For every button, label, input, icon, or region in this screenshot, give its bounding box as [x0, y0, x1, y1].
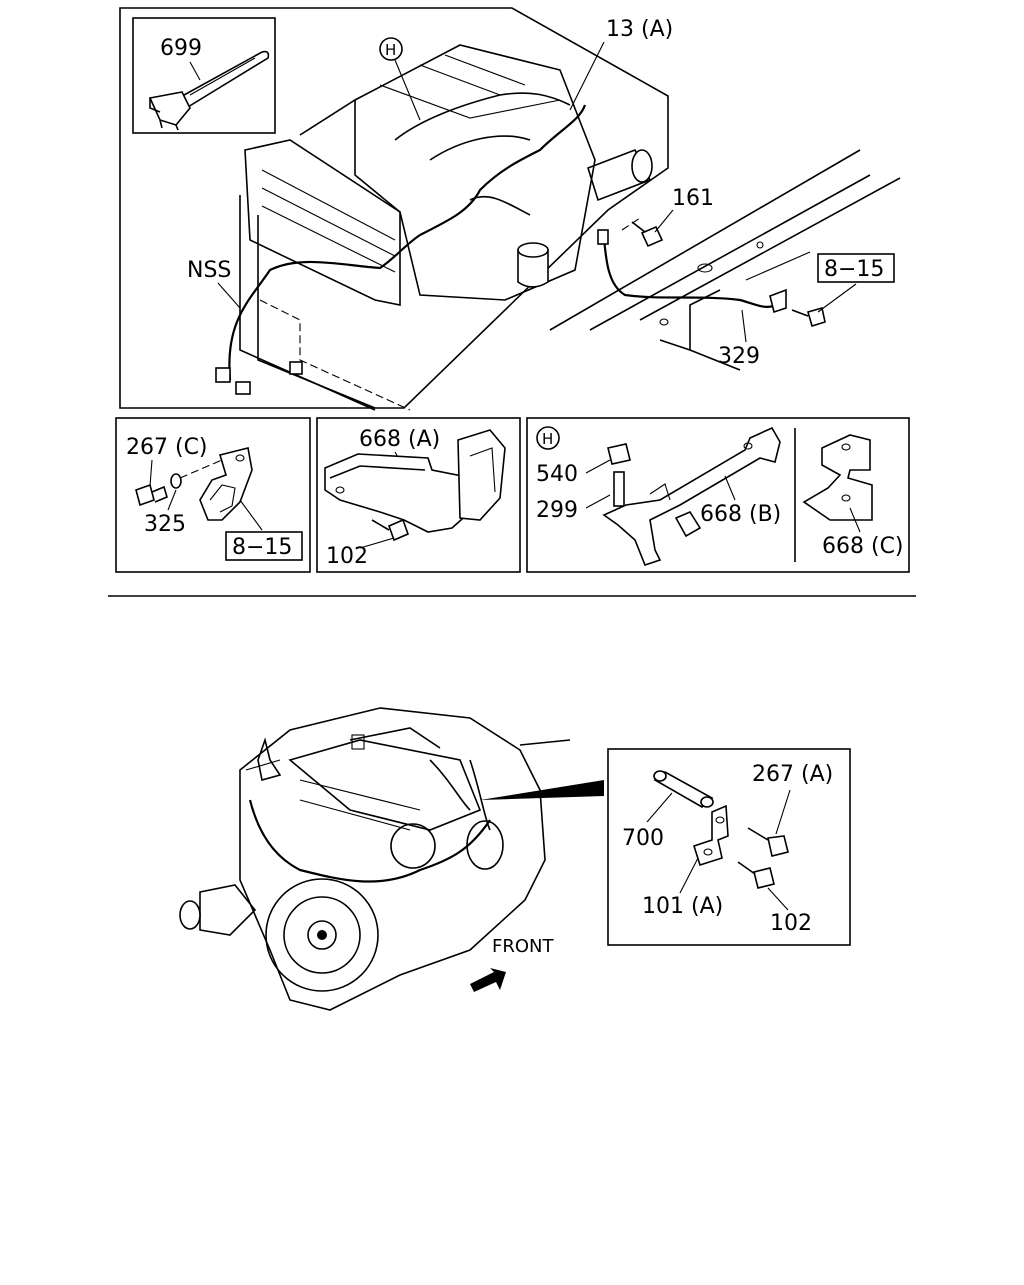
panel-h-detail: H 540 299 668 (B) 668 (C) — [526, 417, 910, 573]
callout-h-top: H — [385, 41, 396, 59]
label-325: 325 — [144, 512, 186, 537]
ref-box-8-15 — [817, 253, 895, 283]
label-267c: 267 (C) — [126, 435, 208, 460]
front-label: FRONT — [492, 936, 554, 957]
label-102-detail: 102 — [770, 911, 812, 936]
engine-assembly-drawing — [215, 44, 901, 411]
main-engine-frame — [119, 7, 669, 409]
label-8-15-main: 8−15 — [824, 257, 884, 282]
panel-bolt-washer: 267 (C) 325 8−15 — [115, 417, 311, 573]
label-101a: 101 (A) — [642, 894, 723, 919]
label-13a: 13 (A) — [606, 17, 673, 42]
label-299: 299 — [536, 498, 578, 523]
label-8-15-panel: 8−15 — [232, 535, 292, 560]
label-267a: 267 (A) — [752, 762, 833, 787]
label-699: 699 — [160, 36, 202, 61]
label-540: 540 — [536, 462, 578, 487]
main-callouts: 13 (A) H NSS 161 8−15 329 — [187, 17, 895, 369]
label-329: 329 — [718, 344, 760, 369]
label-668a: 668 (A) — [359, 427, 440, 452]
label-668b: 668 (B) — [700, 502, 781, 527]
label-700: 700 — [622, 826, 664, 851]
detail-pointer — [480, 780, 604, 800]
bottom-engine-drawing: FRONT — [179, 707, 604, 1011]
panel-bracket-668a: 668 (A) 102 — [316, 417, 521, 573]
label-161: 161 — [672, 186, 714, 211]
callout-h-circle — [379, 37, 403, 61]
bottom-detail-box: 700 101 (A) 267 (A) 102 — [607, 748, 851, 946]
label-nss: NSS — [187, 258, 231, 283]
band-clip-inset: 699 — [132, 17, 276, 134]
callout-h-panel: H — [542, 430, 553, 448]
label-668c: 668 (C) — [822, 534, 904, 559]
ref-box-8-15-panel — [225, 531, 303, 561]
front-arrow-icon — [470, 968, 506, 992]
